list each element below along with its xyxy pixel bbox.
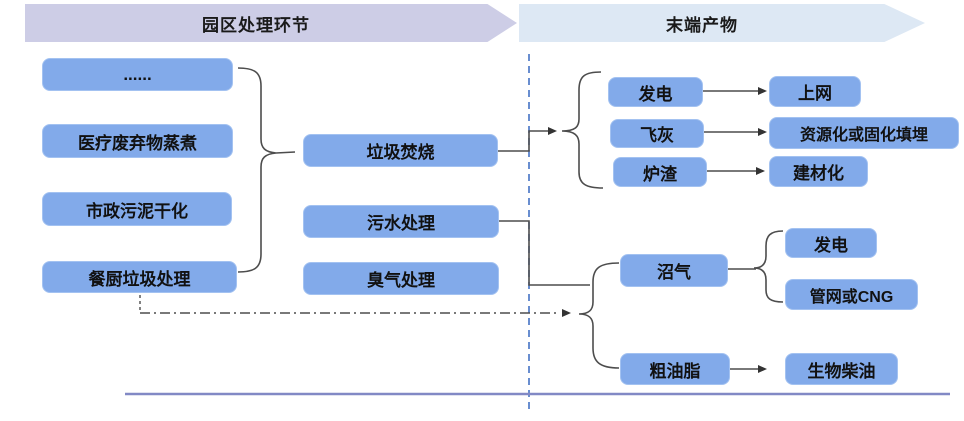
node-municipal-sludge: 市政污泥干化 [42, 192, 232, 226]
node-biogas-power: 发电 [785, 228, 877, 258]
node-incineration: 垃圾焚烧 [303, 134, 498, 167]
node-slag: 炉渣 [613, 157, 707, 187]
node-sewage-treatment: 污水处理 [303, 205, 499, 238]
node-biodiesel: 生物柴油 [785, 353, 898, 385]
arrowhead-power-to-grid [758, 87, 767, 95]
node-kitchen-waste: 餐厨垃圾处理 [42, 261, 237, 293]
brace-biogas-group [578, 262, 620, 369]
arrowhead-incineration-products [548, 127, 557, 135]
brace-left-inputs [237, 67, 296, 273]
arrowhead-flyash-to-landfill [758, 128, 767, 136]
node-pipeline-or-cng: 管网或CNG [785, 279, 918, 310]
header-park-processing: 园区处理环节 [25, 4, 517, 42]
connector-incineration-products [498, 130, 548, 152]
node-building-material: 建材化 [769, 156, 868, 187]
node-power-generation: 发电 [608, 77, 703, 107]
header-end-products: 末端产物 [519, 4, 925, 42]
node-odor-treatment: 臭气处理 [303, 262, 499, 295]
node-crude-grease: 粗油脂 [620, 353, 730, 385]
arrowhead-grease-to-biodiesel [758, 365, 767, 373]
node-medical-waste: 医疗废弃物蒸煮 [42, 124, 233, 158]
brace-incineration-products [561, 71, 604, 189]
arrowhead-kitchen-biogas [562, 309, 571, 317]
header-park-processing-label: 园区处理环节 [202, 15, 310, 35]
brace-biogas-products [753, 230, 784, 303]
arrowhead-slag-to-building [756, 167, 765, 175]
header-end-products-label: 末端产物 [666, 15, 738, 35]
node-grid-connection: 上网 [769, 76, 861, 107]
node-ellipsis: ...... [42, 58, 233, 91]
node-biogas: 沼气 [620, 254, 728, 287]
node-fly-ash: 飞灰 [610, 119, 704, 148]
node-resource-or-landfill: 资源化或固化填埋 [769, 117, 959, 149]
connector-sewage-biogas [499, 220, 590, 286]
